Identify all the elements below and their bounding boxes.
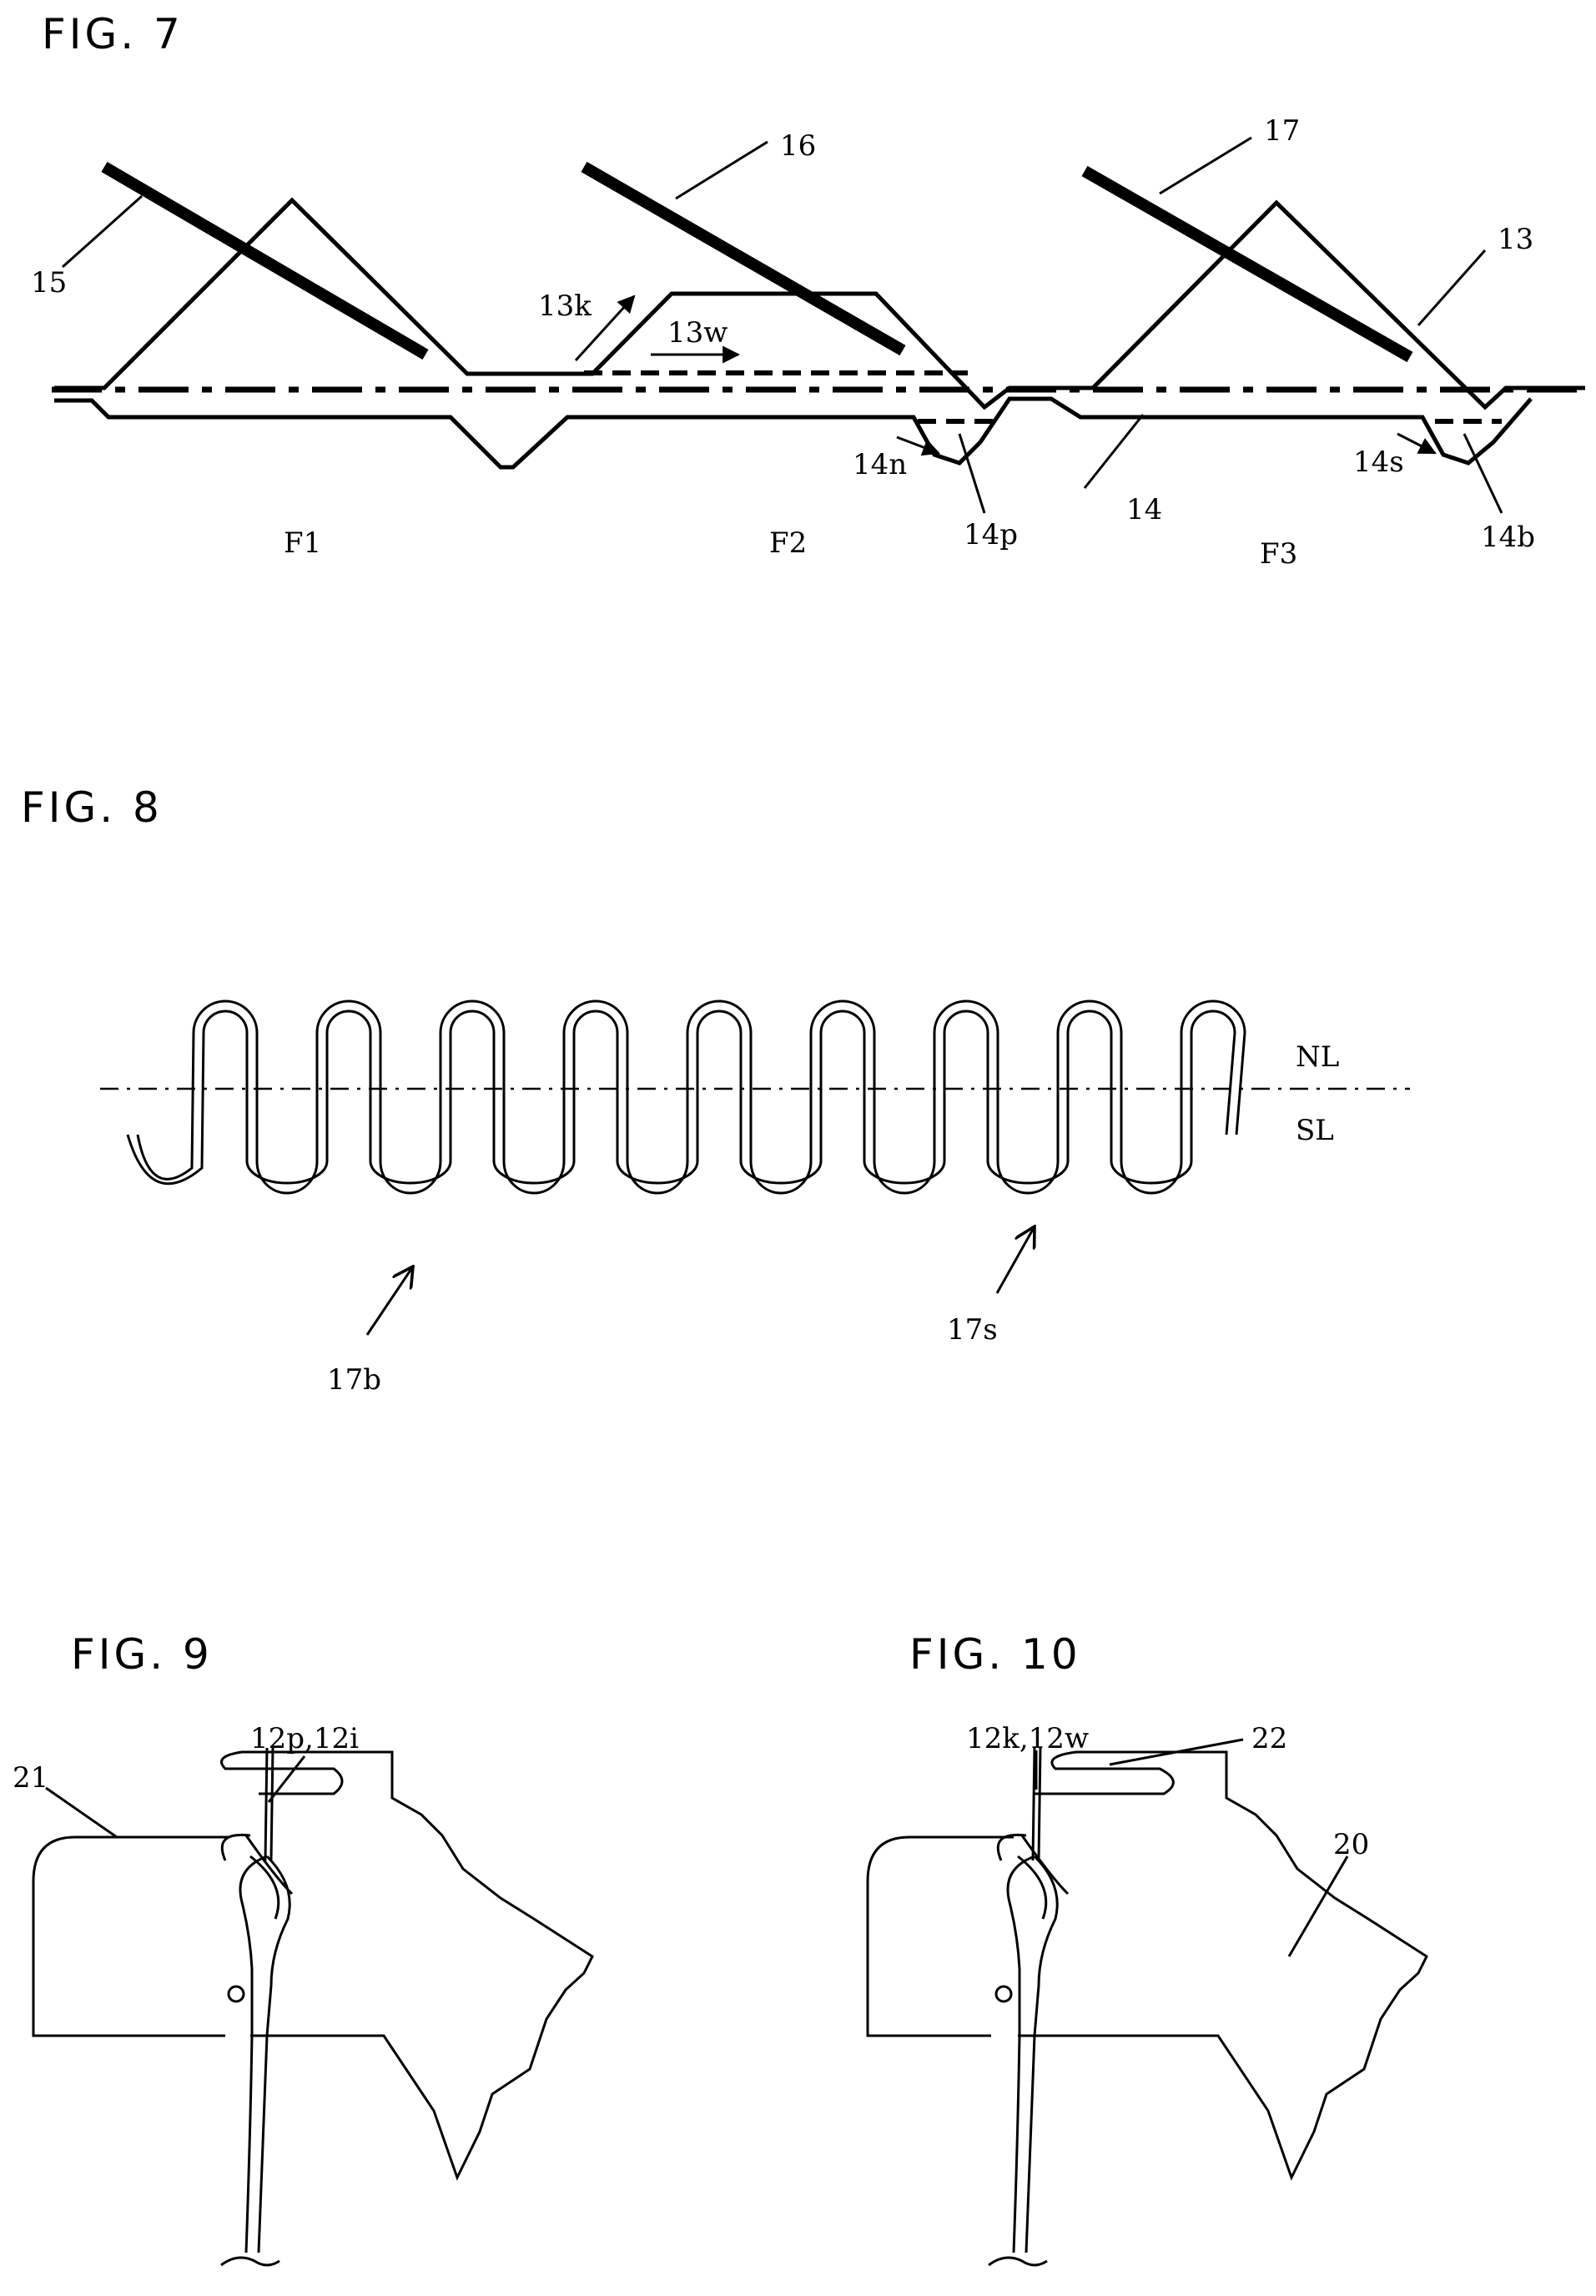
fig9-needle-pivot bbox=[229, 1986, 244, 2001]
fig7-label-f3: F3 bbox=[1260, 537, 1297, 571]
fig7-label-13k: 13k bbox=[538, 290, 592, 323]
fig10: FIG. 10 12k,12w 22 20 bbox=[868, 1630, 1427, 2265]
fig7: FIG. 7 15 16 17 13 13k 13w bbox=[31, 10, 1585, 571]
fig10-label-22: 22 bbox=[1251, 1722, 1287, 1755]
fig7-label-f2: F2 bbox=[769, 526, 807, 560]
fig8-loop-outer bbox=[138, 1001, 1245, 1193]
fig10-needle-pivot bbox=[996, 1986, 1011, 2001]
fig7-label-14p: 14p bbox=[964, 518, 1018, 551]
fig10-leader-20 bbox=[1289, 1856, 1347, 1956]
fig7-label-f1: F1 bbox=[284, 526, 321, 560]
fig9-label-21: 21 bbox=[13, 1761, 48, 1795]
fig8-loop-inner bbox=[128, 1011, 1235, 1184]
fig7-bar-15 bbox=[104, 167, 425, 355]
fig7-label-16: 16 bbox=[780, 129, 816, 163]
fig7-label-15: 15 bbox=[31, 266, 67, 300]
fig8-arrow-17s bbox=[997, 1226, 1035, 1293]
fig7-label-14: 14 bbox=[1126, 493, 1162, 526]
fig10-title: FIG. 10 bbox=[909, 1630, 1081, 1679]
fig7-leader-14b bbox=[1464, 434, 1502, 513]
fig10-needle-bed bbox=[868, 1752, 1427, 2178]
fig9: FIG. 9 21 12p,12i bbox=[13, 1630, 592, 2265]
fig7-label-14n: 14n bbox=[853, 448, 907, 481]
fig10-label-20: 20 bbox=[1333, 1828, 1369, 1861]
fig8-label-nl: NL bbox=[1296, 1040, 1339, 1074]
fig8-loop-chain bbox=[128, 1001, 1245, 1193]
fig8-label-17s: 17s bbox=[947, 1313, 998, 1347]
fig9-leader-21 bbox=[46, 1788, 117, 1837]
fig7-title: FIG. 7 bbox=[42, 10, 184, 58]
fig7-bar-16 bbox=[584, 167, 903, 350]
fig7-leader-15 bbox=[63, 196, 142, 267]
fig8-title: FIG. 8 bbox=[21, 783, 163, 832]
fig10-label-12kw: 12k,12w bbox=[966, 1722, 1089, 1755]
fig8-label-sl: SL bbox=[1296, 1114, 1334, 1147]
fig8-arrow-17b bbox=[367, 1266, 413, 1335]
fig7-label-14s: 14s bbox=[1353, 446, 1404, 479]
fig9-needle-break bbox=[221, 2258, 279, 2265]
fig9-needle-bed bbox=[33, 1752, 592, 2178]
fig7-label-13w: 13w bbox=[667, 316, 728, 350]
fig7-label-17: 17 bbox=[1264, 114, 1300, 148]
fig7-leader-17 bbox=[1160, 138, 1251, 194]
fig7-bar-17 bbox=[1085, 171, 1410, 357]
fig7-leader-16 bbox=[676, 142, 768, 199]
fig9-title: FIG. 9 bbox=[71, 1630, 213, 1679]
fig10-needle-break bbox=[989, 2258, 1047, 2265]
fig7-leader-13 bbox=[1418, 250, 1485, 325]
fig9-leader-12pi bbox=[269, 1756, 305, 1802]
fig8-label-17b: 17b bbox=[327, 1363, 381, 1397]
fig7-yarn-14 bbox=[54, 399, 1531, 467]
fig7-label-14b: 14b bbox=[1481, 521, 1535, 554]
fig7-leader-14 bbox=[1085, 415, 1143, 488]
fig7-leader-14p bbox=[959, 434, 984, 513]
fig8: FIG. 8 NL SL 17b 17s bbox=[21, 783, 1410, 1397]
fig7-label-13: 13 bbox=[1498, 223, 1533, 256]
fig9-label-12pi: 12p,12i bbox=[250, 1722, 359, 1755]
